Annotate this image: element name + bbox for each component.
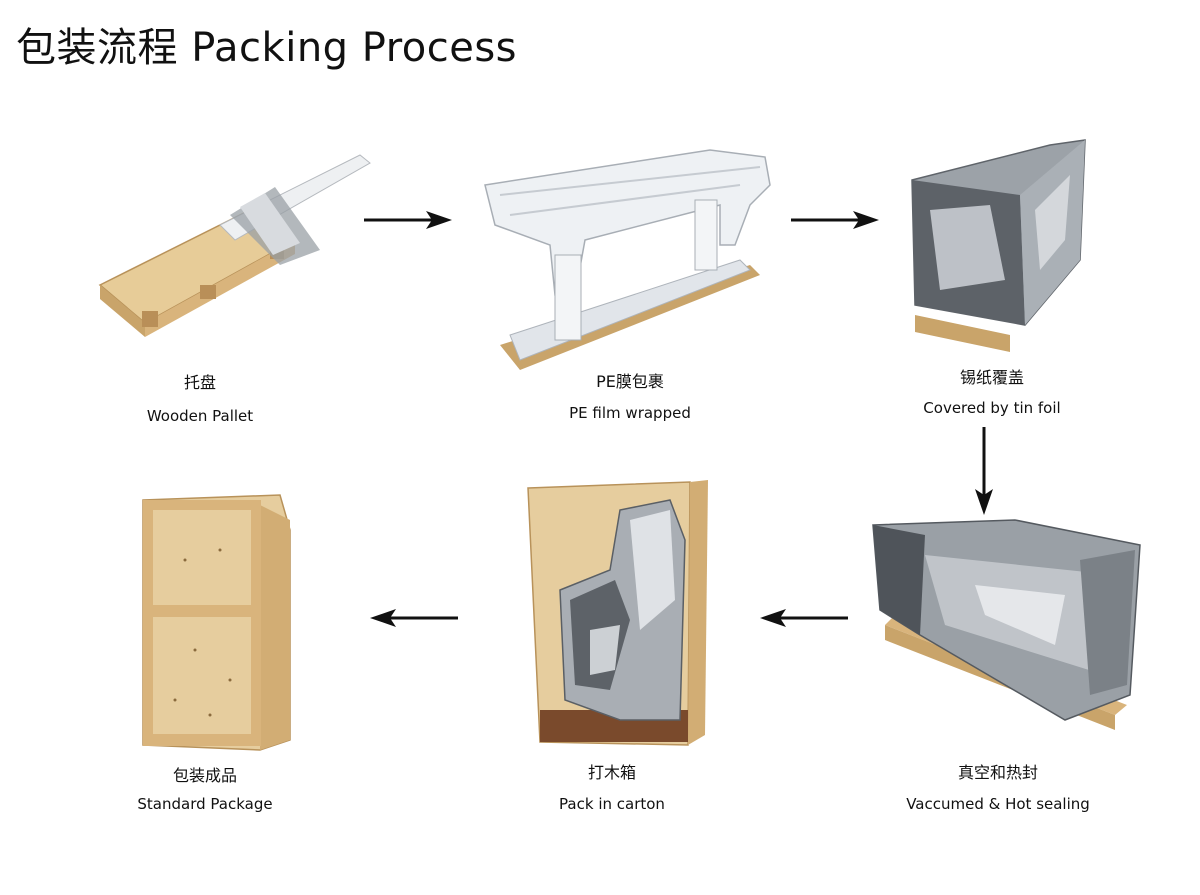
open-crate-image xyxy=(527,480,708,746)
vacuum-sealed-image xyxy=(872,519,1141,730)
step-pack-in-carton: 打木箱 Pack in carton xyxy=(520,480,720,820)
step-vacuum-hot-sealing: 真空和热封 Vaccumed & Hot sealing xyxy=(865,515,1145,820)
step-label-cn: 包装成品 xyxy=(172,766,238,785)
step-label-cn: PE膜包裹 xyxy=(596,372,664,391)
step-pe-film-wrapped: PE膜包裹 PE film wrapped xyxy=(480,145,780,425)
tin-foil-covered-image xyxy=(911,139,1086,352)
step-label-en: Wooden Pallet xyxy=(146,407,254,425)
wooden-pallet-image xyxy=(98,154,371,337)
step-covered-by-tin-foil: 锡纸覆盖 Covered by tin foil xyxy=(900,120,1100,420)
step-label-en: Standard Package xyxy=(137,795,273,813)
step-wooden-pallet: 托盘 Wooden Pallet xyxy=(90,145,380,425)
page-title: 包装流程 Packing Process xyxy=(16,25,518,71)
step-label-en: Covered by tin foil xyxy=(923,399,1061,417)
step-label-cn: 托盘 xyxy=(183,373,217,392)
closed-crate-image xyxy=(142,494,291,751)
step-standard-package: 包装成品 Standard Package xyxy=(135,490,305,820)
arrow-left-icon xyxy=(760,609,848,627)
step-label-en: Vaccumed & Hot sealing xyxy=(906,795,1090,813)
arrow-right-icon xyxy=(364,211,452,229)
arrow-right-icon xyxy=(791,211,879,229)
pe-film-machine-image xyxy=(484,149,771,370)
arrow-left-icon xyxy=(370,609,458,627)
step-label-en: Pack in carton xyxy=(559,795,665,813)
step-label-cn: 锡纸覆盖 xyxy=(959,368,1025,387)
step-label-en: PE film wrapped xyxy=(569,404,691,422)
arrow-down-icon xyxy=(975,427,993,515)
step-label-cn: 打木箱 xyxy=(587,763,637,782)
step-label-cn: 真空和热封 xyxy=(957,763,1039,782)
